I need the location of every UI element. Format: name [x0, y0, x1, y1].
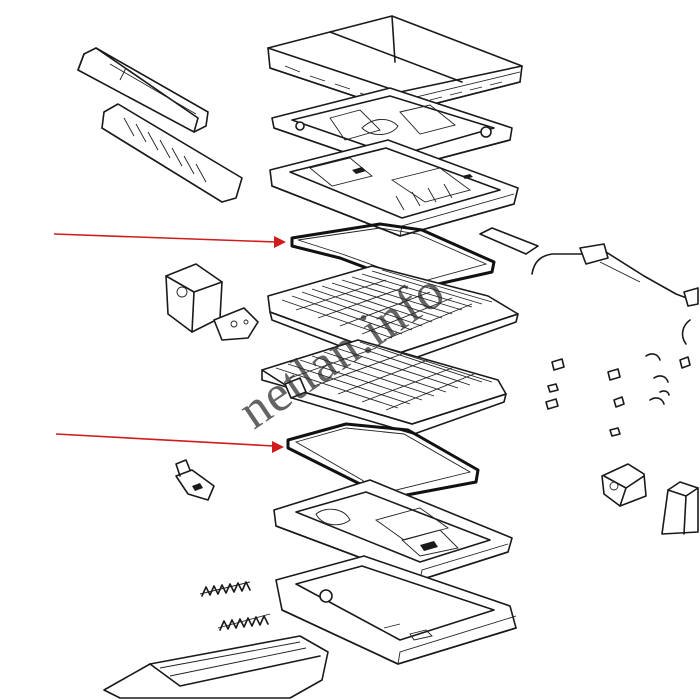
spring-upper	[199, 581, 251, 597]
bottom-housing	[275, 555, 517, 665]
handle-grip	[77, 47, 209, 133]
wire-harness	[531, 243, 699, 345]
sensor-strip	[479, 227, 539, 255]
foot-bracket	[661, 481, 699, 535]
upper-seal-gasket	[290, 222, 496, 290]
upper-frame	[271, 87, 513, 171]
lower-grill-plate	[261, 339, 507, 435]
top-lid	[267, 15, 523, 113]
lower-tray	[273, 479, 513, 581]
upper-tray	[269, 139, 519, 237]
arrow-lower-seal	[55, 433, 284, 453]
spring-lower	[217, 613, 271, 631]
drip-tray	[103, 635, 329, 699]
arrow-upper-seal	[53, 233, 286, 248]
motor-assembly	[601, 463, 647, 507]
small-clips	[545, 353, 691, 437]
hinge-bracket	[165, 263, 259, 341]
connector-clip	[175, 459, 215, 501]
handle-base	[101, 103, 243, 203]
lower-seal-gasket	[286, 422, 480, 502]
